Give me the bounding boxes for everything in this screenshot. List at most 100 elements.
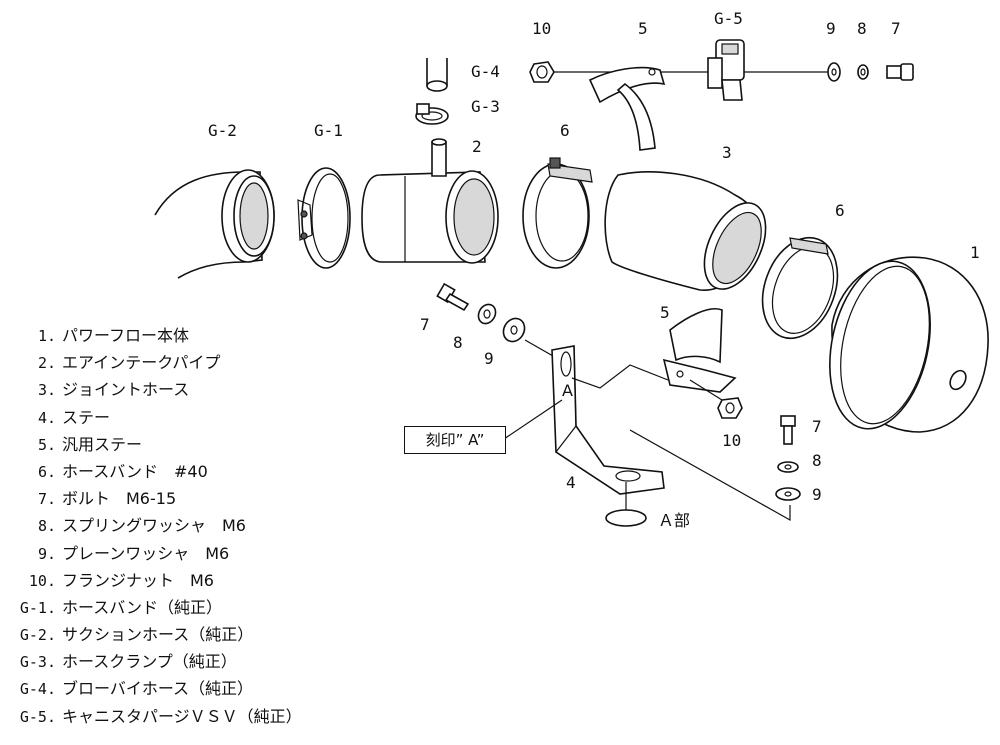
part-name: キャニスタパージＶＳＶ（純正） (62, 706, 302, 726)
part-number: 6. (37, 462, 56, 481)
parts-list-item: 6. ホースバンド #40 (6, 458, 302, 485)
parts-list-item: 10. フランジナット M6 (6, 567, 302, 594)
parts-list-item: 1. パワーフロー本体 (6, 322, 302, 349)
hose-band-g1 (297, 167, 351, 269)
parts-list-item: G-3. ホースクランプ（純正） (6, 648, 302, 675)
label-p5-right: 5 (660, 303, 670, 322)
parts-list: 1. パワーフロー本体 2. エアインテークパイプ 3. ジョイントホース 4. ステー 5. 汎… (6, 322, 302, 730)
part-name: ホースバンド（純正） (62, 597, 223, 617)
label-p4: 4 (566, 473, 576, 492)
parts-list-item: 4. ステー (6, 404, 302, 431)
parts-list-item: 7. ボルト M6-15 (6, 485, 302, 512)
label-p2: 2 (472, 137, 482, 156)
blowby-hose-g4 (426, 58, 448, 92)
label-p10-top: 10 (532, 19, 551, 38)
part-number: 4. (37, 408, 56, 427)
label-p3: 3 (722, 143, 732, 162)
part-name: プレーンワッシャ M6 (62, 543, 230, 563)
part-number: 3. (37, 381, 56, 400)
part-number: 7. (37, 490, 56, 509)
label-p7-top: 7 (891, 19, 901, 38)
label-g5: G-5 (714, 9, 743, 28)
part-name: 汎用ステー (62, 434, 143, 454)
part-number: G-2. (19, 626, 56, 645)
label-p10-right: 10 (722, 431, 741, 450)
section-a-label: Ａ部 (658, 511, 690, 530)
spring-washer-8-left (477, 303, 497, 325)
part-number: 10. (28, 571, 56, 590)
flange-nut-10-top (529, 61, 555, 83)
label-p9-left: 9 (484, 349, 494, 368)
label-p7-right: 7 (812, 417, 822, 436)
stamp-callout-label: 刻印” A” (425, 431, 485, 449)
part-number: G-4. (19, 680, 56, 699)
part-name: ホースバンド #40 (62, 461, 208, 481)
bolt-7-right (780, 415, 796, 445)
part-name: エアインテークパイプ (62, 353, 221, 373)
label-p6-right: 6 (835, 201, 845, 220)
canister-purge-vsv-g5 (707, 39, 745, 101)
part-number: G-5. (19, 707, 56, 726)
label-p9-right: 9 (812, 485, 822, 504)
label-g4: G-4 (471, 62, 500, 81)
part-name: ブローバイホース（純正） (62, 679, 254, 699)
bolt-7-left (436, 282, 470, 312)
part-name: ホースクランプ（純正） (62, 652, 237, 672)
stay-4 (551, 345, 665, 495)
general-stay-5-top (588, 66, 666, 151)
part-name: スプリングワッシャ M6 (62, 516, 246, 536)
suction-hose-g2 (154, 169, 275, 279)
general-stay-5-right (662, 308, 737, 393)
parts-list-item: G-4. ブローバイホース（純正） (6, 675, 302, 702)
stamp-callout-box: 刻印” A” (404, 426, 506, 454)
part-number: G-1. (19, 598, 56, 617)
bolt-7-top (886, 63, 914, 81)
label-p8-left: 8 (453, 333, 463, 352)
part-number: G-3. (19, 653, 56, 672)
plain-washer-9-left (502, 317, 526, 343)
parts-list-item: 3. ジョイントホース (6, 376, 302, 403)
label-p7-left: 7 (420, 315, 430, 334)
section-a-detail (605, 482, 647, 527)
hose-band-6-left (522, 157, 593, 269)
power-flow-body (829, 256, 989, 433)
part-number: 1. (37, 327, 56, 345)
parts-list-item: G-1. ホースバンド（純正） (6, 594, 302, 621)
parts-list-item: 8. スプリングワッシャ M6 (6, 512, 302, 539)
part-number: 8. (37, 517, 56, 536)
part-number: 2. (37, 354, 56, 373)
plain-washer-9-right (775, 487, 801, 501)
part-name: フランジナット M6 (62, 570, 214, 590)
stamp-letter: A (562, 381, 573, 400)
stamp-leader (503, 399, 563, 440)
spring-washer-8-top (857, 64, 869, 80)
parts-list-item: 9. プレーンワッシャ M6 (6, 540, 302, 567)
washer-leader (629, 429, 791, 522)
parts-list-item: G-5. キャニスタパージＶＳＶ（純正） (6, 703, 302, 730)
part-name: パワーフロー本体 (62, 326, 190, 345)
plain-washer-9-top (827, 62, 841, 82)
parts-list-item: 5. 汎用ステー (6, 431, 302, 458)
spring-washer-8-right (777, 461, 799, 473)
part-name: ジョイントホース (62, 380, 190, 400)
part-number: 5. (37, 435, 56, 454)
label-p5-top: 5 (638, 19, 648, 38)
parts-list-item: 2. エアインテークパイプ (6, 349, 302, 376)
label-g1: G-1 (314, 121, 343, 140)
parts-list-item: G-2. サクションホース（純正） (6, 621, 302, 648)
hose-band-6-right (761, 236, 839, 340)
label-p1: 1 (970, 243, 980, 262)
joint-hose (604, 171, 767, 291)
part-number: 9. (37, 544, 56, 563)
label-g3: G-3 (471, 97, 500, 116)
stay-leader (571, 364, 669, 389)
flange-nut-10-right (717, 397, 743, 419)
hose-clamp-g3 (415, 103, 449, 125)
label-p9-top: 9 (826, 19, 836, 38)
label-p6-left: 6 (560, 121, 570, 140)
part-name: サクションホース（純正） (62, 625, 254, 645)
part-name: ボルト M6-15 (62, 489, 177, 509)
label-p8-top: 8 (857, 19, 867, 38)
part-name: ステー (62, 407, 111, 427)
